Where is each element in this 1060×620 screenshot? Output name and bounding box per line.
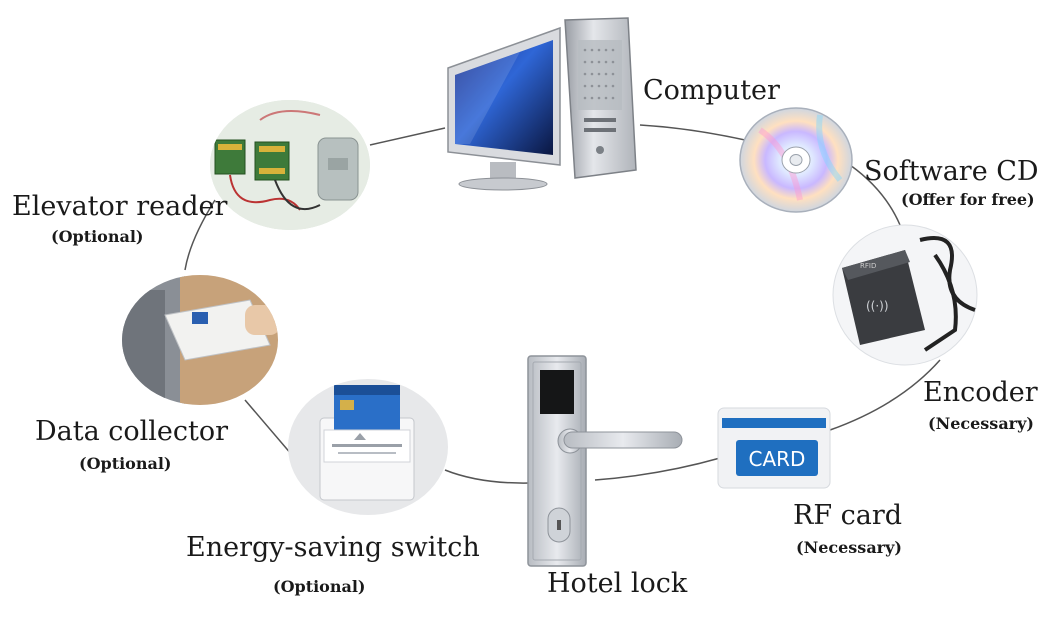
connection-ring (184, 124, 941, 484)
software-cd-icon (739, 107, 853, 213)
encoder-rf-symbol: ((·)) (866, 299, 889, 313)
energy-switch-label: Energy-saving switch (186, 532, 480, 563)
data-collector-icon (122, 275, 278, 405)
rf-card-text: CARD (749, 447, 806, 471)
software-cd-note: (Offer for free) (901, 190, 1035, 209)
energy-switch-icon (288, 379, 448, 515)
computer-icon (447, 17, 637, 191)
energy-switch-note: (Optional) (273, 577, 365, 596)
encoder-icon: RFID ((·)) (832, 224, 978, 366)
rf-card-label: RF card (793, 500, 902, 531)
rf-card-note: (Necessary) (796, 538, 902, 557)
encoder-note: (Necessary) (928, 414, 1034, 433)
hotel-lock-icon (527, 355, 683, 567)
data-collector-label: Data collector (35, 416, 228, 447)
hotel-lock-label: Hotel lock (547, 568, 688, 599)
rf-card-icon: CARD (717, 407, 831, 489)
encoder-label: Encoder (923, 377, 1038, 408)
data-collector-note: (Optional) (79, 454, 171, 473)
elevator-reader-icon (210, 100, 370, 230)
elevator-reader-label: Elevator reader (12, 191, 228, 222)
software-cd-label: Software CD (864, 156, 1039, 187)
computer-label: Computer (643, 75, 780, 106)
encoder-brand-mark: RFID (860, 262, 876, 270)
elevator-reader-note: (Optional) (51, 227, 143, 246)
